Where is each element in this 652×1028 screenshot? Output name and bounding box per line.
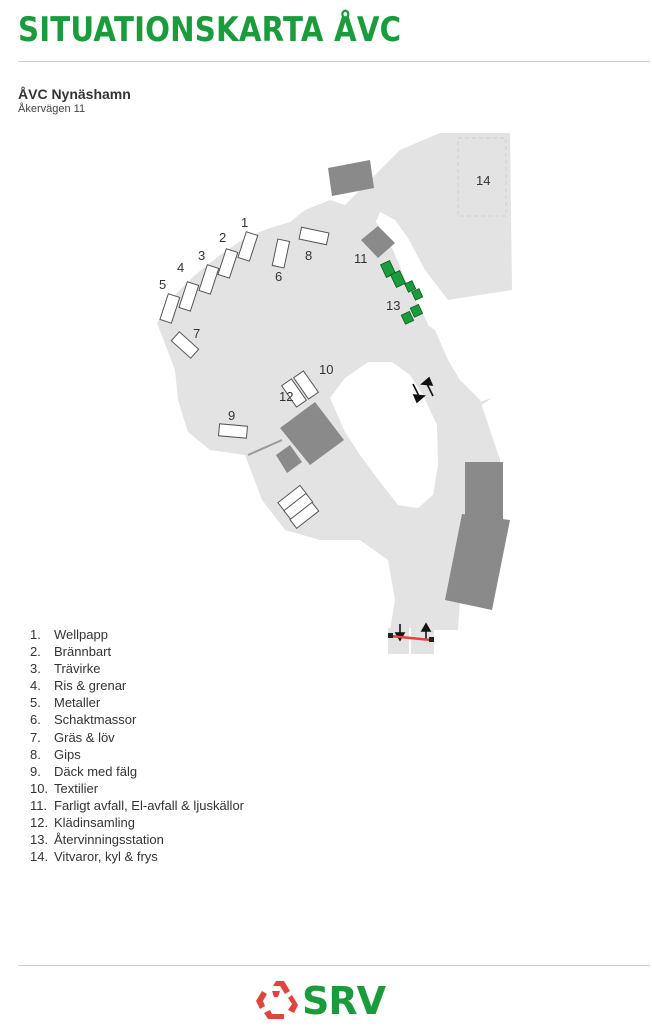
map-label-8: 8 <box>305 248 312 263</box>
legend-item: 12.Klädinsamling <box>30 815 135 831</box>
recycling-station-bins <box>379 260 424 325</box>
building-11 <box>361 226 395 258</box>
legend-item: 2.Brännbart <box>30 644 112 660</box>
srv-logo: SRV <box>254 979 404 1023</box>
legend-item: 11.Farligt avfall, El-avfall & ljuskällo… <box>30 797 245 813</box>
map-label-6: 6 <box>275 269 282 284</box>
legend-item: 7.Gräs & löv <box>30 729 115 745</box>
map-label-3: 3 <box>198 248 205 263</box>
map-label-13: 13 <box>386 298 400 313</box>
page-title: SITUATIONSKARTA ÅVC <box>18 10 402 50</box>
building-northwest <box>328 160 374 196</box>
legend-item: 3.Trävirke <box>30 661 101 677</box>
area-14-outline <box>457 137 507 217</box>
map-label-4: 4 <box>177 260 184 275</box>
map-label-14: 14 <box>476 173 490 188</box>
legend-item: 4.Ris & grenar <box>30 678 127 694</box>
building-small <box>276 445 302 473</box>
entrance-gate <box>388 633 434 642</box>
building-12 <box>280 402 344 465</box>
building-east-south <box>445 514 510 610</box>
inner-island <box>330 362 438 508</box>
building-east-north <box>465 462 503 520</box>
legend-item: 9.Däck med fälg <box>30 763 138 779</box>
map-label-10: 10 <box>319 362 333 377</box>
legend-item: 5.Metaller <box>30 695 101 711</box>
legend: 1.Wellpapp 2.Brännbart 3.Trävirke 4.Ris … <box>30 626 244 865</box>
site-name: ÅVC Nynäshamn <box>18 86 131 102</box>
site-address: Åkervägen 11 <box>18 103 86 115</box>
legend-item: 6.Schaktmassor <box>30 712 137 728</box>
map-label-11: 11 <box>354 251 368 266</box>
site-map: 1 2 3 4 5 6 7 8 9 10 11 12 13 14 <box>157 133 512 654</box>
map-label-1: 1 <box>241 215 248 230</box>
recycle-arrows-icon <box>256 981 298 1019</box>
legend-item: 8.Gips <box>30 746 81 762</box>
header-divider <box>18 61 650 62</box>
map-label-9: 9 <box>228 408 235 423</box>
legend-item: 1.Wellpapp <box>30 627 108 642</box>
containers <box>159 226 330 530</box>
map-label-7: 7 <box>193 326 200 341</box>
logo-text: SRV <box>302 979 386 1023</box>
map-label-2: 2 <box>219 230 226 245</box>
legend-item: 13.Återvinningsstation <box>30 832 164 848</box>
legend-item: 14.Vitvaror, kyl & frys <box>30 849 158 865</box>
footer-divider <box>18 965 650 966</box>
legend-item: 10.Textilier <box>30 780 99 796</box>
map-label-5: 5 <box>159 277 166 292</box>
map-label-12: 12 <box>279 389 293 404</box>
